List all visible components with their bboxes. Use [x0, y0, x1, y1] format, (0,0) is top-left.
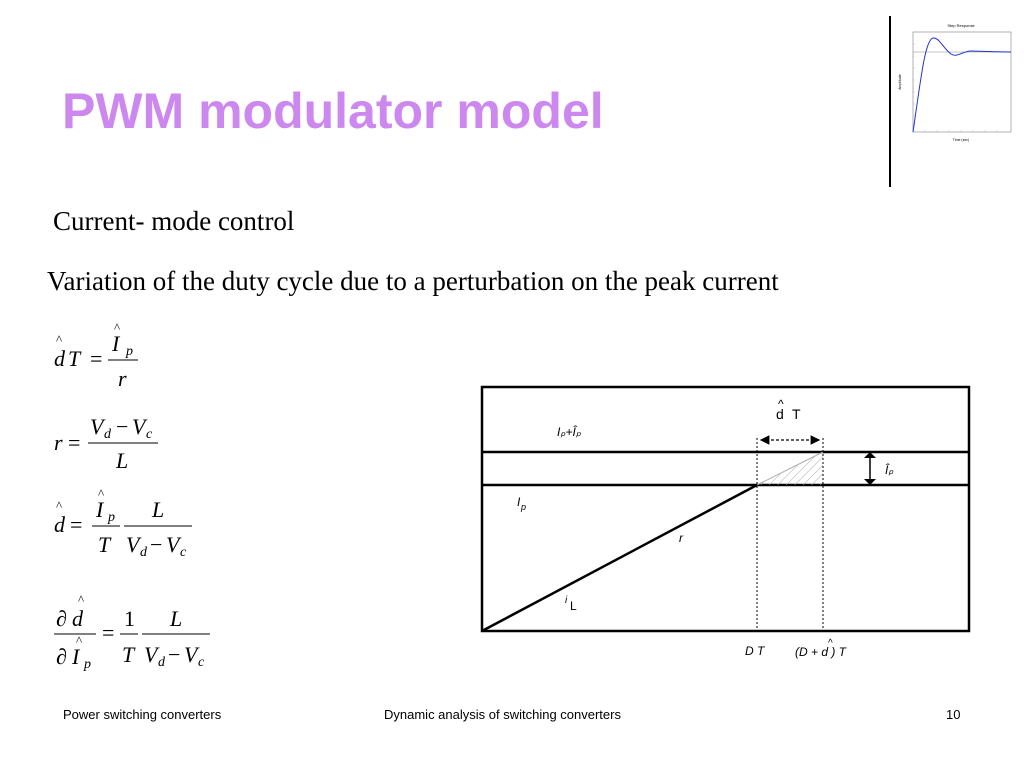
svg-text:p: p [520, 502, 526, 512]
svg-text:L: L [570, 599, 577, 613]
svg-text:−: − [116, 414, 128, 439]
svg-text:d: d [140, 545, 148, 560]
svg-text:^: ^ [78, 592, 84, 607]
svg-text:^: ^ [56, 332, 62, 347]
variation-text: Variation of the duty cycle due to a per… [47, 266, 779, 296]
svg-text:T: T [68, 346, 82, 371]
hat-d-label: d [776, 406, 784, 422]
svg-text:1: 1 [124, 606, 135, 631]
svg-text:d: d [104, 427, 112, 442]
svg-text:d: d [54, 346, 66, 371]
equation-1: ^ d T = ^ I p r [54, 320, 138, 391]
thumb-step-curve [912, 37, 1012, 133]
svg-text:^: ^ [114, 320, 120, 335]
thumb-axes [912, 31, 1012, 133]
svg-text:d: d [158, 655, 166, 670]
svg-text:=: = [90, 346, 102, 371]
svg-text:L: L [169, 606, 182, 631]
svg-text:−: − [168, 642, 180, 667]
vertical-divider [889, 16, 891, 187]
page-title: PWM modulator model [62, 83, 604, 139]
svg-text:r: r [54, 430, 63, 455]
pwm-waveform-diagram: ^ d T Iₚ+Îₚ Îₚ I p r i L D T ^ (D + d ) … [480, 385, 971, 659]
equation-3: ^ d = ^ I p T L V d − V c [54, 486, 192, 560]
thumb-title: Step Response [947, 23, 975, 28]
svg-text:p: p [125, 344, 133, 359]
equation-4: ^ ∂ d ^ ∂ I p = 1 T L V d − V c [54, 592, 210, 672]
current-ramp-line [481, 483, 758, 633]
svg-text:^: ^ [76, 633, 82, 648]
svg-text:T: T [122, 642, 136, 667]
svg-text:c: c [146, 427, 153, 442]
svg-text:I: I [71, 644, 81, 669]
svg-text:^: ^ [778, 397, 784, 411]
footer-course: Power switching converters [63, 707, 222, 722]
ip-plus-label: Iₚ+Îₚ [557, 424, 582, 439]
footer-page-number: 10 [946, 707, 961, 722]
svg-text:=: = [70, 512, 82, 537]
svg-text:r: r [118, 366, 127, 391]
equation-2: r = V d − V c L [54, 414, 158, 473]
footer-topic: Dynamic analysis of switching converters [384, 707, 621, 722]
perturbed-ramp [756, 451, 824, 486]
svg-text:∂: ∂ [56, 644, 67, 669]
dt-label: D T [745, 644, 766, 658]
ddt-label: (D + d ) T [795, 645, 848, 659]
svg-text:c: c [198, 655, 205, 670]
il-label: i [565, 595, 568, 606]
svg-text:p: p [83, 657, 91, 672]
svg-text:V: V [90, 414, 106, 439]
ip-hat-label: Îₚ [885, 462, 894, 477]
svg-text:V: V [144, 642, 160, 667]
svg-text:∂: ∂ [56, 606, 67, 631]
svg-text:I: I [95, 497, 105, 522]
svg-text:L: L [115, 448, 128, 473]
svg-text:V: V [166, 532, 182, 557]
svg-text:^: ^ [98, 486, 104, 501]
svg-text:c: c [180, 545, 187, 560]
svg-text:=: = [68, 430, 80, 455]
thumb-xlabel: Time (sec) [953, 138, 969, 142]
hat-t-label: T [792, 406, 801, 422]
ip-label: I [517, 495, 521, 509]
thumb-ylabel: Amplitude [898, 74, 902, 90]
diagram-frame [480, 385, 971, 633]
svg-text:T: T [98, 532, 112, 557]
svg-text:L: L [151, 497, 164, 522]
svg-text:I: I [111, 331, 121, 356]
svg-text:−: − [150, 532, 162, 557]
svg-text:p: p [107, 510, 115, 525]
svg-text:V: V [126, 532, 142, 557]
svg-text:=: = [102, 620, 114, 645]
r-label: r [679, 531, 684, 545]
svg-text:^: ^ [828, 638, 833, 649]
svg-text:V: V [184, 642, 200, 667]
step-response-thumbnail: Step Response Amplitude Time (sec) [898, 23, 1012, 142]
svg-text:d: d [54, 512, 66, 537]
thumb-ticks [913, 43, 998, 132]
svg-text:V: V [132, 414, 148, 439]
equations-block: ^ d T = ^ I p r r = V d − V c L ^ d = ^ … [54, 320, 210, 672]
subtitle: Current- mode control [53, 206, 295, 236]
svg-text:^: ^ [56, 498, 62, 513]
svg-text:d: d [72, 606, 84, 631]
